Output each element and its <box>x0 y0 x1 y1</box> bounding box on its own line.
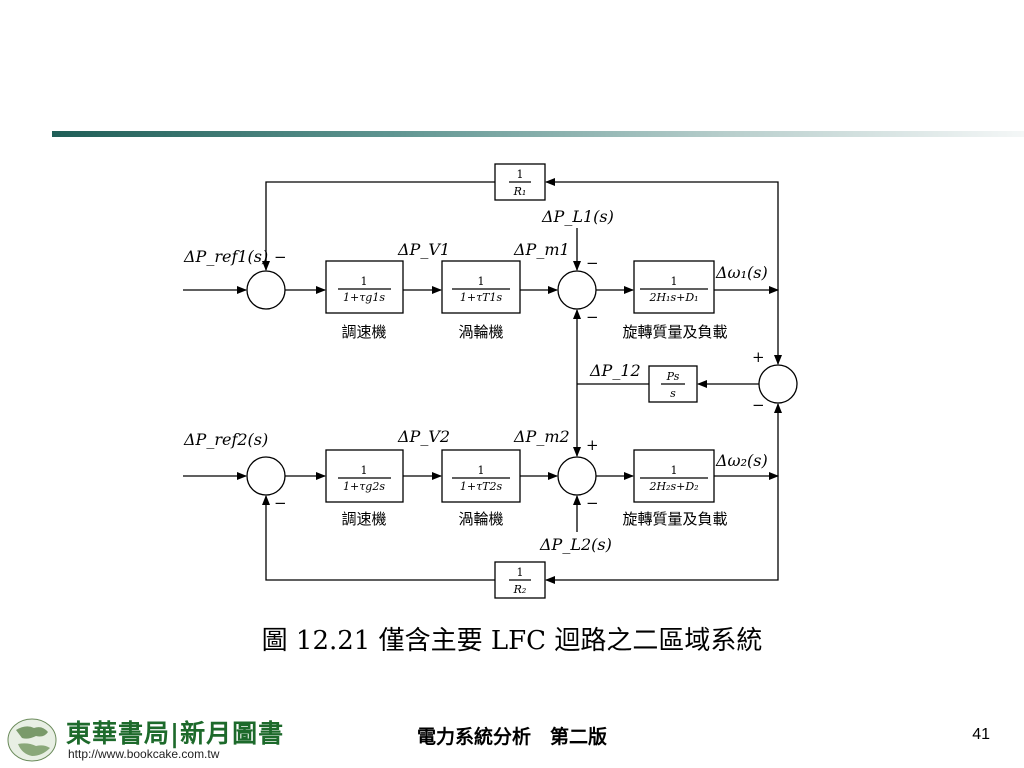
r2-denominator: R₂ <box>513 583 527 596</box>
sum-junction-m2 <box>557 456 597 496</box>
rotor2-caption: 旋轉質量及負載 <box>622 510 727 528</box>
pv2-label: ΔP_V2 <box>397 427 450 446</box>
figure-caption: 圖 12.21 僅含主要 LFC 迴路之二區域系統 <box>261 626 763 656</box>
lfc-block-diagram: 1 R₁ 1 1+τg1s 1 1+τT1s 1 2H₁s+D₁ Ps s 1 … <box>183 163 798 599</box>
turbine1-caption: 渦輪機 <box>458 323 503 341</box>
sign-tie-minus: − <box>752 396 765 414</box>
page-number: 41 <box>972 726 990 743</box>
footer-book-title: 電力系統分析 第二版 <box>416 726 607 748</box>
governor1-numerator: 1 <box>361 275 368 288</box>
sign-m1-minus-top: − <box>586 254 599 272</box>
globe-icon <box>7 718 57 762</box>
turbine2-caption: 渦輪機 <box>458 510 503 528</box>
r1-numerator: 1 <box>517 168 524 181</box>
load2-label: ΔP_L2(s) <box>539 535 612 554</box>
rotor1-numerator: 1 <box>671 275 678 288</box>
sum-junction-ref1 <box>246 270 286 310</box>
rotor1-denominator: 2H₁s+D₁ <box>648 291 698 304</box>
pm1-label: ΔP_m1 <box>513 240 570 259</box>
turbine1-block <box>441 260 521 314</box>
turbine1-denominator: 1+τT1s <box>460 291 503 304</box>
sum-junction-tie <box>758 364 798 404</box>
turbine1-numerator: 1 <box>478 275 485 288</box>
sign-m2-plus: + <box>586 436 599 454</box>
governor1-denominator: 1+τg1s <box>343 291 385 304</box>
omega2-label: Δω₂(s) <box>715 451 768 470</box>
sum-junction-ref2 <box>246 456 286 496</box>
p12-label: ΔP_12 <box>589 361 641 380</box>
rotor2-numerator: 1 <box>671 464 678 477</box>
sign-m1-minus-bottom: − <box>586 308 599 326</box>
publisher-url[interactable]: http://www.bookcake.com.tw <box>68 747 220 761</box>
pref1-label: ΔP_ref1(s) <box>183 247 268 266</box>
turbine2-numerator: 1 <box>478 464 485 477</box>
publisher-logo: 東華書局|新月圖書 http://www.bookcake.com.tw <box>6 714 286 766</box>
sign-ref1-minus: − <box>274 248 287 266</box>
r1-denominator: R₁ <box>513 185 527 198</box>
pref2-label: ΔP_ref2(s) <box>183 430 268 449</box>
governor2-numerator: 1 <box>361 464 368 477</box>
rotor2-denominator: 2H₂s+D₂ <box>648 480 698 493</box>
sign-tie-plus: + <box>752 348 765 366</box>
sign-ref2-minus: − <box>274 494 287 512</box>
rotor1-caption: 旋轉質量及負載 <box>622 323 727 341</box>
ps-denominator: s <box>670 387 676 400</box>
governor1-caption: 調速機 <box>341 323 386 341</box>
turbine2-denominator: 1+τT2s <box>460 480 503 493</box>
governor1-block <box>325 260 404 314</box>
top-rule <box>52 131 1024 137</box>
publisher-name: 東華書局|新月圖書 <box>66 719 285 748</box>
load1-label: ΔP_L1(s) <box>541 207 614 226</box>
rotor1-block <box>633 260 715 314</box>
pm2-label: ΔP_m2 <box>513 427 570 446</box>
omega1-label: Δω₁(s) <box>715 263 768 282</box>
sum-junction-m1 <box>557 270 597 310</box>
governor2-caption: 調速機 <box>341 510 386 528</box>
pv1-label: ΔP_V1 <box>397 240 450 259</box>
governor2-denominator: 1+τg2s <box>343 480 385 493</box>
ps-numerator: Ps <box>666 370 680 383</box>
r2-numerator: 1 <box>517 566 524 579</box>
sign-m2-minus: − <box>586 494 599 512</box>
